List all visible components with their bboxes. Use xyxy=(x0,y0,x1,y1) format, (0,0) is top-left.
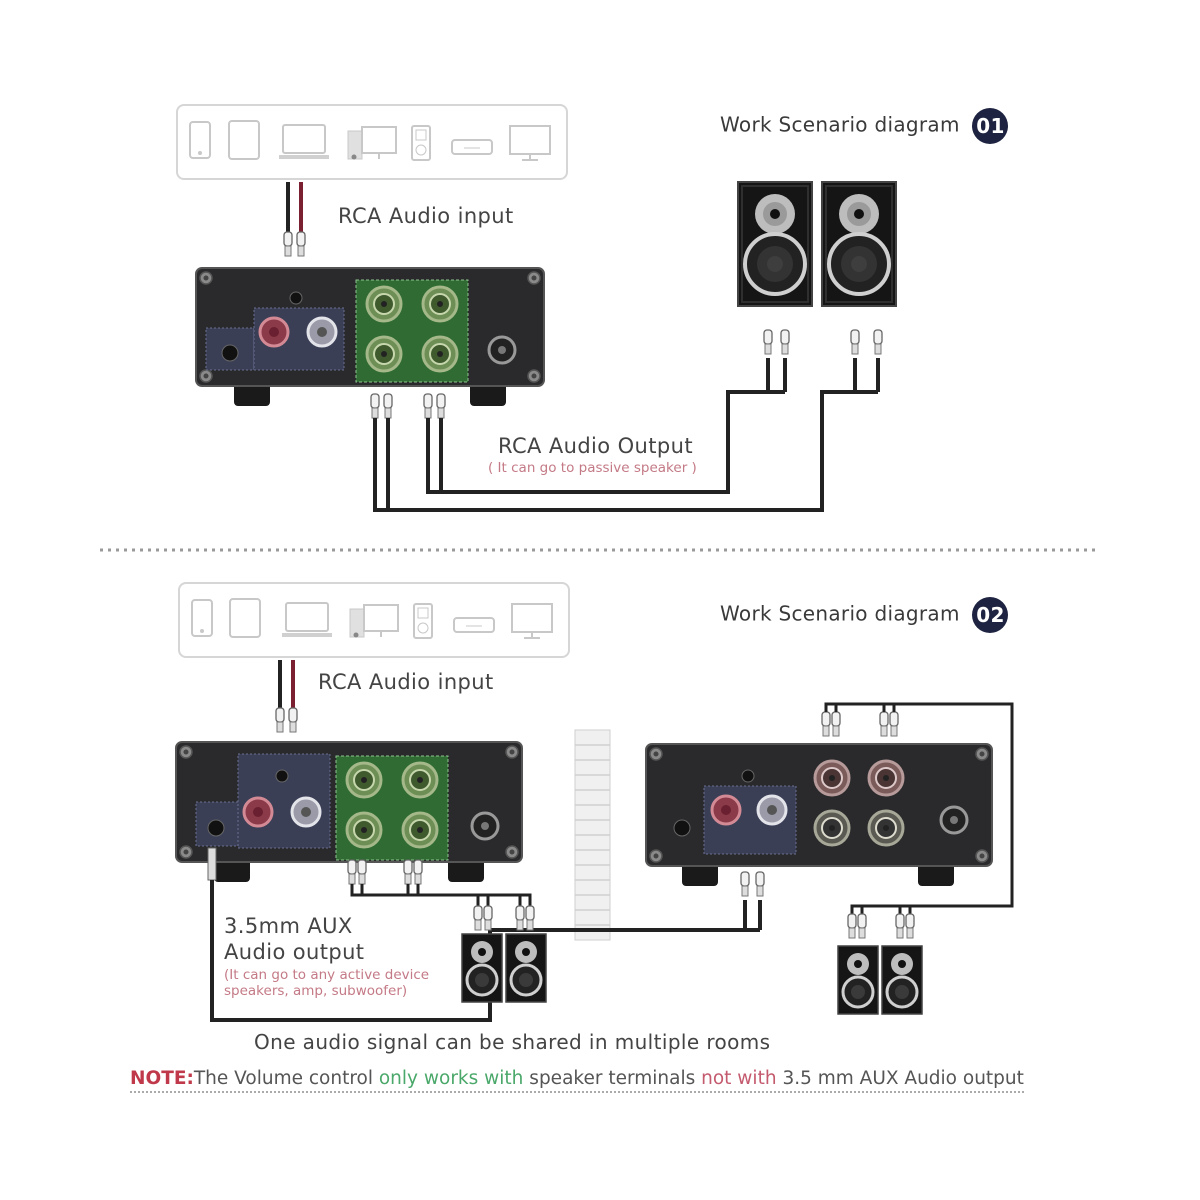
note-part3: speaker terminals xyxy=(523,1068,702,1089)
tv-monitor-icon xyxy=(509,125,551,161)
aux-output-label-line2: Audio output xyxy=(224,940,365,964)
speaker-cables-2a xyxy=(347,859,535,931)
rca-output-cables-1 xyxy=(370,329,883,512)
scenario-2-title: Work Scenario diagram 02 xyxy=(720,597,1009,633)
note-part5: 3.5 mm AUX Audio output xyxy=(776,1068,1024,1089)
amplifier-1 xyxy=(195,267,545,406)
scenario-1-title-text: Work Scenario diagram xyxy=(720,112,960,137)
note-prefix: NOTE: xyxy=(130,1068,194,1089)
scenario-2-badge: 02 xyxy=(972,597,1009,633)
aux-output-note-line2: speakers, amp, subwoofer) xyxy=(224,983,408,999)
source-device-icons-1 xyxy=(189,120,551,161)
scenario-2-title-text: Work Scenario diagram xyxy=(720,601,960,626)
source-devices-box-2 xyxy=(178,582,570,658)
rca-output-note: ( It can go to passive speaker ) xyxy=(488,460,697,476)
volume-note: NOTE:The Volume control only works with … xyxy=(130,1068,1024,1093)
smartphone-icon xyxy=(189,121,211,159)
dvd-player-icon xyxy=(451,139,493,155)
scenario-1-badge: 01 xyxy=(972,108,1009,144)
laptop-icon xyxy=(278,124,330,160)
aux-output-note-line1: (It can go to any active device xyxy=(224,967,430,983)
note-part1: The Volume control xyxy=(193,1068,379,1089)
tablet-icon xyxy=(228,120,260,160)
passive-speaker-right-1 xyxy=(820,180,898,308)
passive-speaker-right-2b xyxy=(880,944,924,1016)
scenario-1-title: Work Scenario diagram 01 xyxy=(720,108,1009,144)
passive-speaker-left-2b xyxy=(836,944,880,1016)
shared-caption: One audio signal can be shared in multip… xyxy=(254,1030,771,1054)
rca-input-cable-1 xyxy=(283,182,306,257)
amplifier-2b xyxy=(645,743,993,886)
speaker-cables-2b xyxy=(821,702,1014,939)
rca-input-label-1: RCA Audio input xyxy=(338,204,514,228)
passive-speaker-right-2a xyxy=(504,932,548,1004)
wall xyxy=(574,729,611,941)
passive-speaker-left-2a xyxy=(460,932,504,1004)
note-part2: only works with xyxy=(378,1068,524,1089)
desktop-pc-icon xyxy=(347,126,397,161)
aux-output-label-line1: 3.5mm AUX xyxy=(224,914,353,938)
passive-speaker-left-1 xyxy=(736,180,814,308)
note-part4: not with xyxy=(701,1068,777,1089)
rca-input-cable-2 xyxy=(275,660,298,733)
rca-output-label: RCA Audio Output xyxy=(498,434,693,458)
source-devices-box-1 xyxy=(176,104,568,180)
rca-input-label-2: RCA Audio input xyxy=(318,670,494,694)
mp3-player-icon xyxy=(411,125,431,161)
amplifier-2a xyxy=(175,741,523,882)
